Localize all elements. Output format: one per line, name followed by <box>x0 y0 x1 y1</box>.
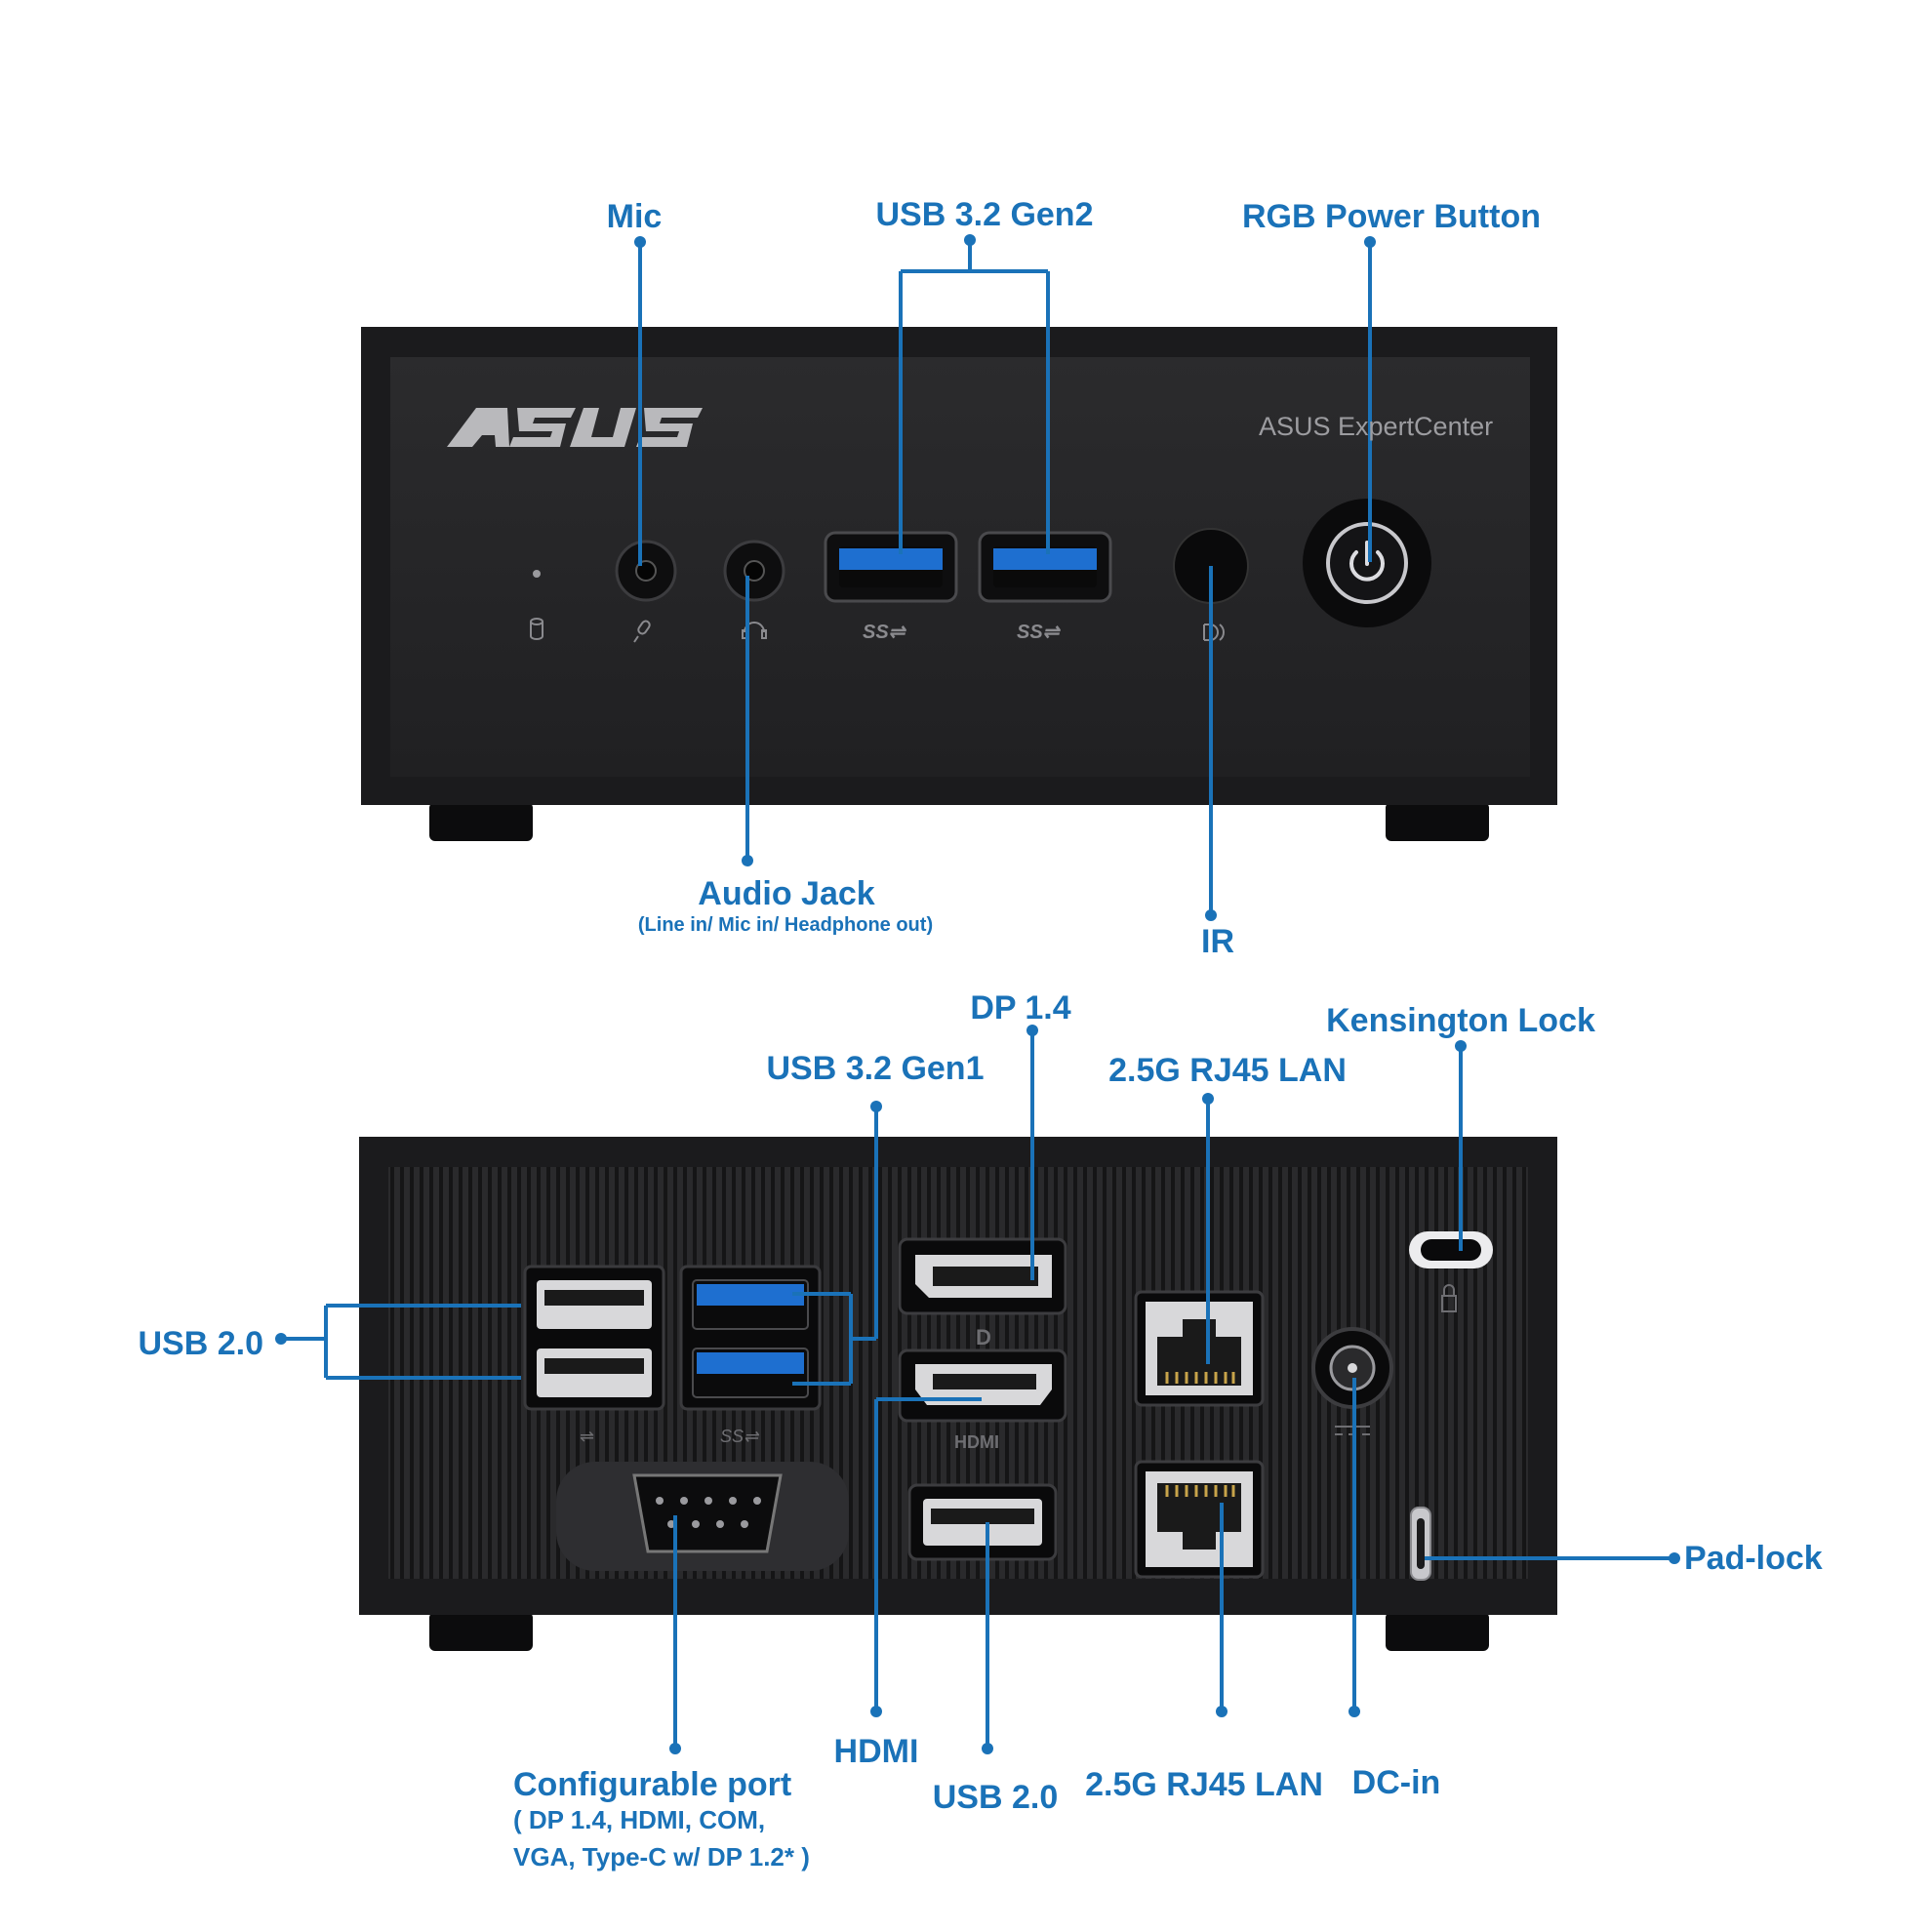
dp-mark: D <box>976 1325 991 1349</box>
ss10-usb-icon: SS⇌ <box>1017 622 1062 643</box>
hdmi-mark: HDMI <box>954 1432 999 1452</box>
label-ir: IR <box>1201 923 1234 960</box>
rear-lan-port-2 <box>1134 1460 1265 1579</box>
lock-icon <box>1441 1284 1457 1312</box>
mic-icon <box>633 620 651 643</box>
callout-lines <box>281 240 1674 1749</box>
led-indicator <box>533 570 541 578</box>
rear-hdmi-port <box>898 1348 1067 1423</box>
label-kensington-lock: Kensington Lock <box>1326 1002 1595 1039</box>
label-usb32-gen2: USB 3.2 Gen2 <box>875 196 1094 233</box>
label-audio-jack-sub: (Line in/ Mic in/ Headphone out) <box>637 914 934 936</box>
ss-usb-icon: SS⇌ <box>720 1427 760 1446</box>
label-configurable-sub2: VGA, Type-C w/ DP 1.2* ) <box>513 1842 810 1872</box>
front-usb3-port-1 <box>824 531 958 603</box>
ss10-usb-icon: SS⇌ <box>863 622 907 643</box>
front-usb3-port-2 <box>978 531 1112 603</box>
label-mic: Mic <box>606 198 663 235</box>
usb-icon: ⇌ <box>580 1427 594 1446</box>
kensington-slot <box>1409 1231 1493 1268</box>
callout-dots <box>275 234 1680 1754</box>
label-usb20-left: USB 2.0 <box>138 1325 264 1362</box>
label-audio-jack: Audio Jack <box>698 875 875 912</box>
label-lan-top: 2.5G RJ45 LAN <box>1108 1052 1347 1089</box>
drive-led-icon <box>530 618 543 640</box>
label-configurable-port: Configurable port <box>513 1766 792 1803</box>
label-dc-in: DC-in <box>1351 1764 1441 1801</box>
label-usb20-bottom: USB 2.0 <box>932 1779 1059 1816</box>
label-lan-bottom: 2.5G RJ45 LAN <box>1085 1766 1323 1803</box>
asus-logo-icon <box>447 408 703 447</box>
rear-unit: ⇌ SS⇌ D HDMI <box>359 1137 1557 1651</box>
rear-foot-left <box>429 1612 533 1651</box>
power-icon <box>1349 541 1385 582</box>
label-rgb-power-button: RGB Power Button <box>1242 198 1541 235</box>
model-text: ASUS ExpertCenter <box>1259 412 1494 441</box>
rear-dc-in <box>1311 1327 1393 1409</box>
front-unit: SS⇌ SS⇌ <box>361 327 1557 841</box>
rear-displayport <box>898 1237 1067 1315</box>
front-foot-left <box>429 802 533 841</box>
rear-usb2-stack <box>523 1265 665 1411</box>
label-dp14: DP 1.4 <box>970 989 1071 1026</box>
padlock-loop <box>1410 1507 1431 1581</box>
headset-icon <box>742 622 767 639</box>
label-hdmi: HDMI <box>833 1733 919 1770</box>
label-configurable-sub1: ( DP 1.4, HDMI, COM, <box>513 1805 766 1834</box>
label-usb32-gen1: USB 3.2 Gen1 <box>766 1050 985 1087</box>
rear-lan-port-1 <box>1134 1290 1265 1407</box>
rear-usb3-stack <box>679 1265 822 1411</box>
rear-usb2-single <box>907 1483 1058 1561</box>
front-foot-right <box>1386 802 1489 841</box>
configurable-port-com <box>556 1462 849 1571</box>
label-padlock: Pad-lock <box>1684 1540 1823 1577</box>
rear-foot-right <box>1386 1612 1489 1651</box>
